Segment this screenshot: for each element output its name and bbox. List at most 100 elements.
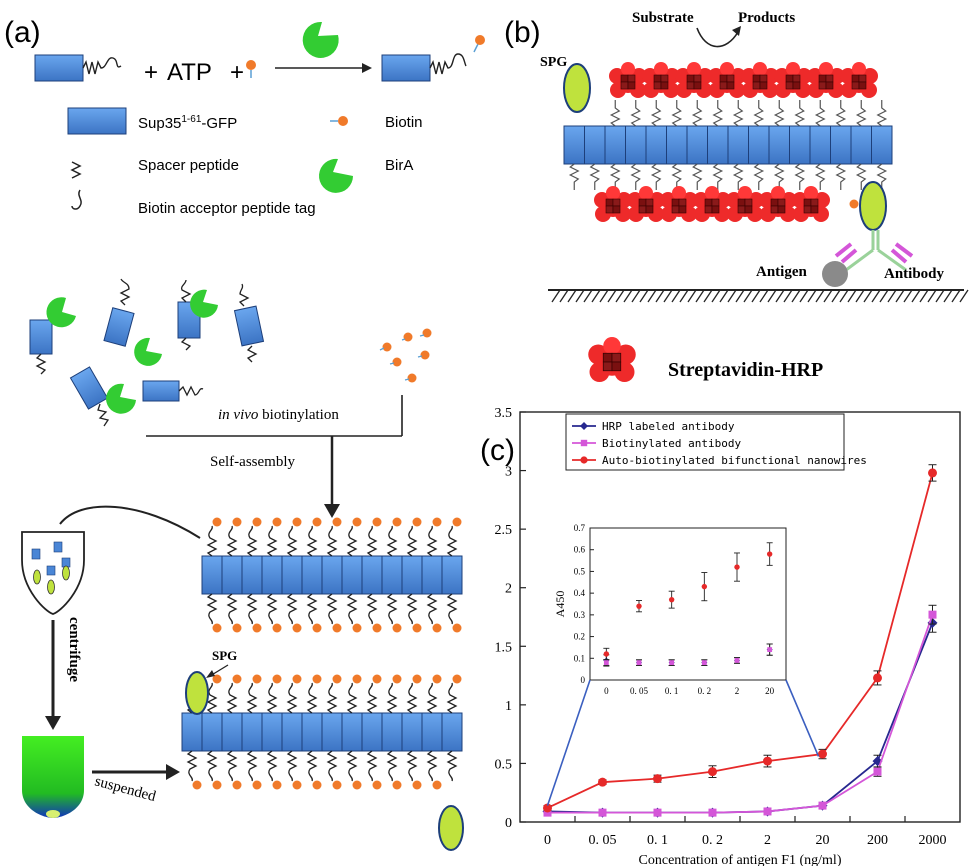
hatch-line [887,289,897,303]
biotin-icon [232,780,242,790]
spacer-icon [246,593,258,625]
data-point [701,583,708,590]
biotin-icon [252,674,262,684]
spacer-icon [206,525,218,557]
hatch-line [759,289,769,303]
x-tick-label: 20 [816,833,830,848]
hatch-line [575,289,585,303]
product-tail-icon [429,53,467,75]
nanowire-block [830,125,852,165]
legend-bira-icon [319,158,353,193]
nanowire-block [768,125,790,165]
streptavidin-hrp-icon [707,61,747,99]
eq-atp: ATP [167,59,212,86]
hatch-line [687,289,697,303]
legend-biotin-label: Biotin [385,114,423,131]
x-tick-label: 0 [544,833,551,848]
antibody-icon [834,181,914,272]
spacer-icon [366,525,378,557]
data-point [708,767,717,777]
biotin-icon [292,780,302,790]
nanowire-block [809,125,831,165]
spacer-icon [568,163,580,190]
data-point [708,808,717,817]
spacer-icon [630,163,642,190]
nanowire-block [201,555,223,595]
spg-bottom-icon [438,805,464,851]
spacer-icon [712,100,724,127]
products-label: Products [738,10,795,26]
spacer-icon [306,593,318,625]
biotin-icon [412,517,422,527]
biotin-icon [272,623,282,633]
data-point [603,651,610,657]
spacer-icon [326,682,338,714]
x-tick-label: 200 [867,833,888,848]
data-point [653,808,662,817]
inset-x-tick-label: 0. 1 [665,686,679,696]
hatch-line [743,289,753,303]
biotin-icon [292,517,302,527]
spacer-icon [346,525,358,557]
hatch-line [895,289,905,303]
self-assembly-label: Self-assembly [210,454,295,470]
antibody-label: Antibody [884,266,945,282]
nanowire-block [748,125,770,165]
hatch-line [671,289,681,303]
legend-tag-label: Biotin acceptor peptide tag [138,200,316,217]
nanowire-block [321,555,343,595]
hatch-line [639,289,649,303]
spacer-icon [306,525,318,557]
nanowire-block [563,125,585,165]
legend-label: Biotinylated antibody [602,437,741,450]
hatch-line [959,289,969,303]
nanowire-block [201,712,223,752]
product-biotin-icon [475,35,485,45]
spacer-icon [426,750,438,782]
biotin-icon [312,780,322,790]
data-point [543,808,552,817]
data-point [636,603,642,609]
nanowire-block [401,712,423,752]
biotin-icon [332,623,342,633]
spacer-icon [326,525,338,557]
hatch-line [823,289,833,303]
nanowire-block [221,712,243,752]
spacer-icon [226,525,238,557]
hatch-line [695,289,705,303]
antigen-icon [822,261,848,287]
eq-plus-1: + [144,59,158,86]
spacer-icon [326,593,338,625]
hatch-line [951,289,961,303]
spacer-icon [386,750,398,782]
data-point [598,808,607,817]
biotin-icon [849,199,859,209]
spacer-icon [650,163,662,190]
biotin-icon [252,623,262,633]
biotin-icon [432,623,442,633]
nanowire-block [686,125,708,165]
nanowire-block [221,555,243,595]
spacer-icon [609,100,621,127]
streptavidin-hrp-icon [839,61,879,99]
hatch-line [751,289,761,303]
data-point [873,767,882,776]
nanowire-spg [181,674,463,790]
biotin-icon [352,674,362,684]
streptavidin-hrp-icon [674,61,714,99]
streptavidin-hrp-icon [626,185,666,223]
biotin-icon [352,517,362,527]
streptavidin-hrp-icon [740,61,780,99]
data-point [766,551,773,557]
legend-spacer-icon [70,161,82,179]
hatch-line [663,289,673,303]
biotin-icon [212,623,222,633]
data-point [598,777,607,787]
hatch-line [631,289,641,303]
hatch-line [831,289,841,303]
spacer-icon [691,100,703,127]
inset-y-tick-label: 0.3 [574,610,586,620]
data-point [603,660,609,666]
